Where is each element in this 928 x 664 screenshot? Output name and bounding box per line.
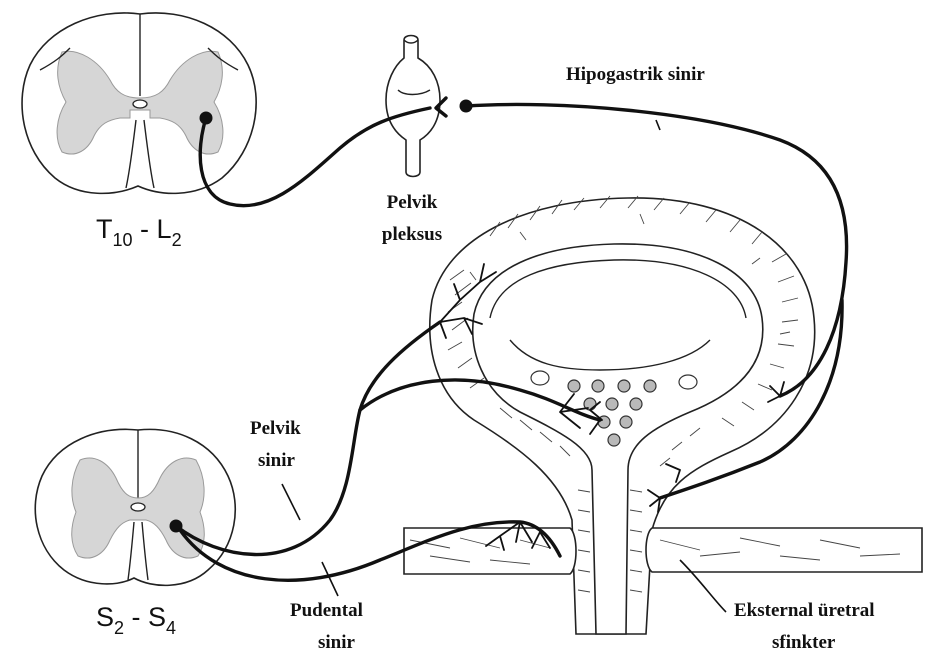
central-canal-lower — [131, 503, 145, 511]
pudendal-nerve-label-line2: sinir — [318, 632, 356, 653]
central-canal-upper — [133, 100, 147, 108]
external-urethral-sphincter — [404, 528, 922, 574]
spinal-cord-section-upper — [22, 13, 256, 193]
pelvic-nerve-label-line2: sinir — [258, 450, 296, 471]
pelvic-plexus-label-line1: Pelvik — [387, 192, 438, 213]
cord-level-label-lower: S2 - S4 — [96, 602, 176, 638]
neuron-body-upper — [200, 112, 213, 125]
external-sphincter-label-line1: Eksternal üretral — [734, 600, 875, 621]
pelvic-plexus-ganglion — [386, 36, 440, 177]
hypogastric-nerve-label: Hipogastrik sinir — [566, 64, 705, 85]
pelvic-nerve-label-line1: Pelvik — [250, 418, 301, 439]
pelvic-plexus-label-line2: pleksus — [382, 224, 442, 245]
cord-level-label-upper: T10 - L2 — [96, 214, 182, 250]
pudendal-nerve-label-line1: Pudental — [290, 600, 363, 621]
spinal-cord-section-lower — [35, 429, 235, 585]
external-sphincter-label-line2: sfinkter — [772, 632, 836, 653]
